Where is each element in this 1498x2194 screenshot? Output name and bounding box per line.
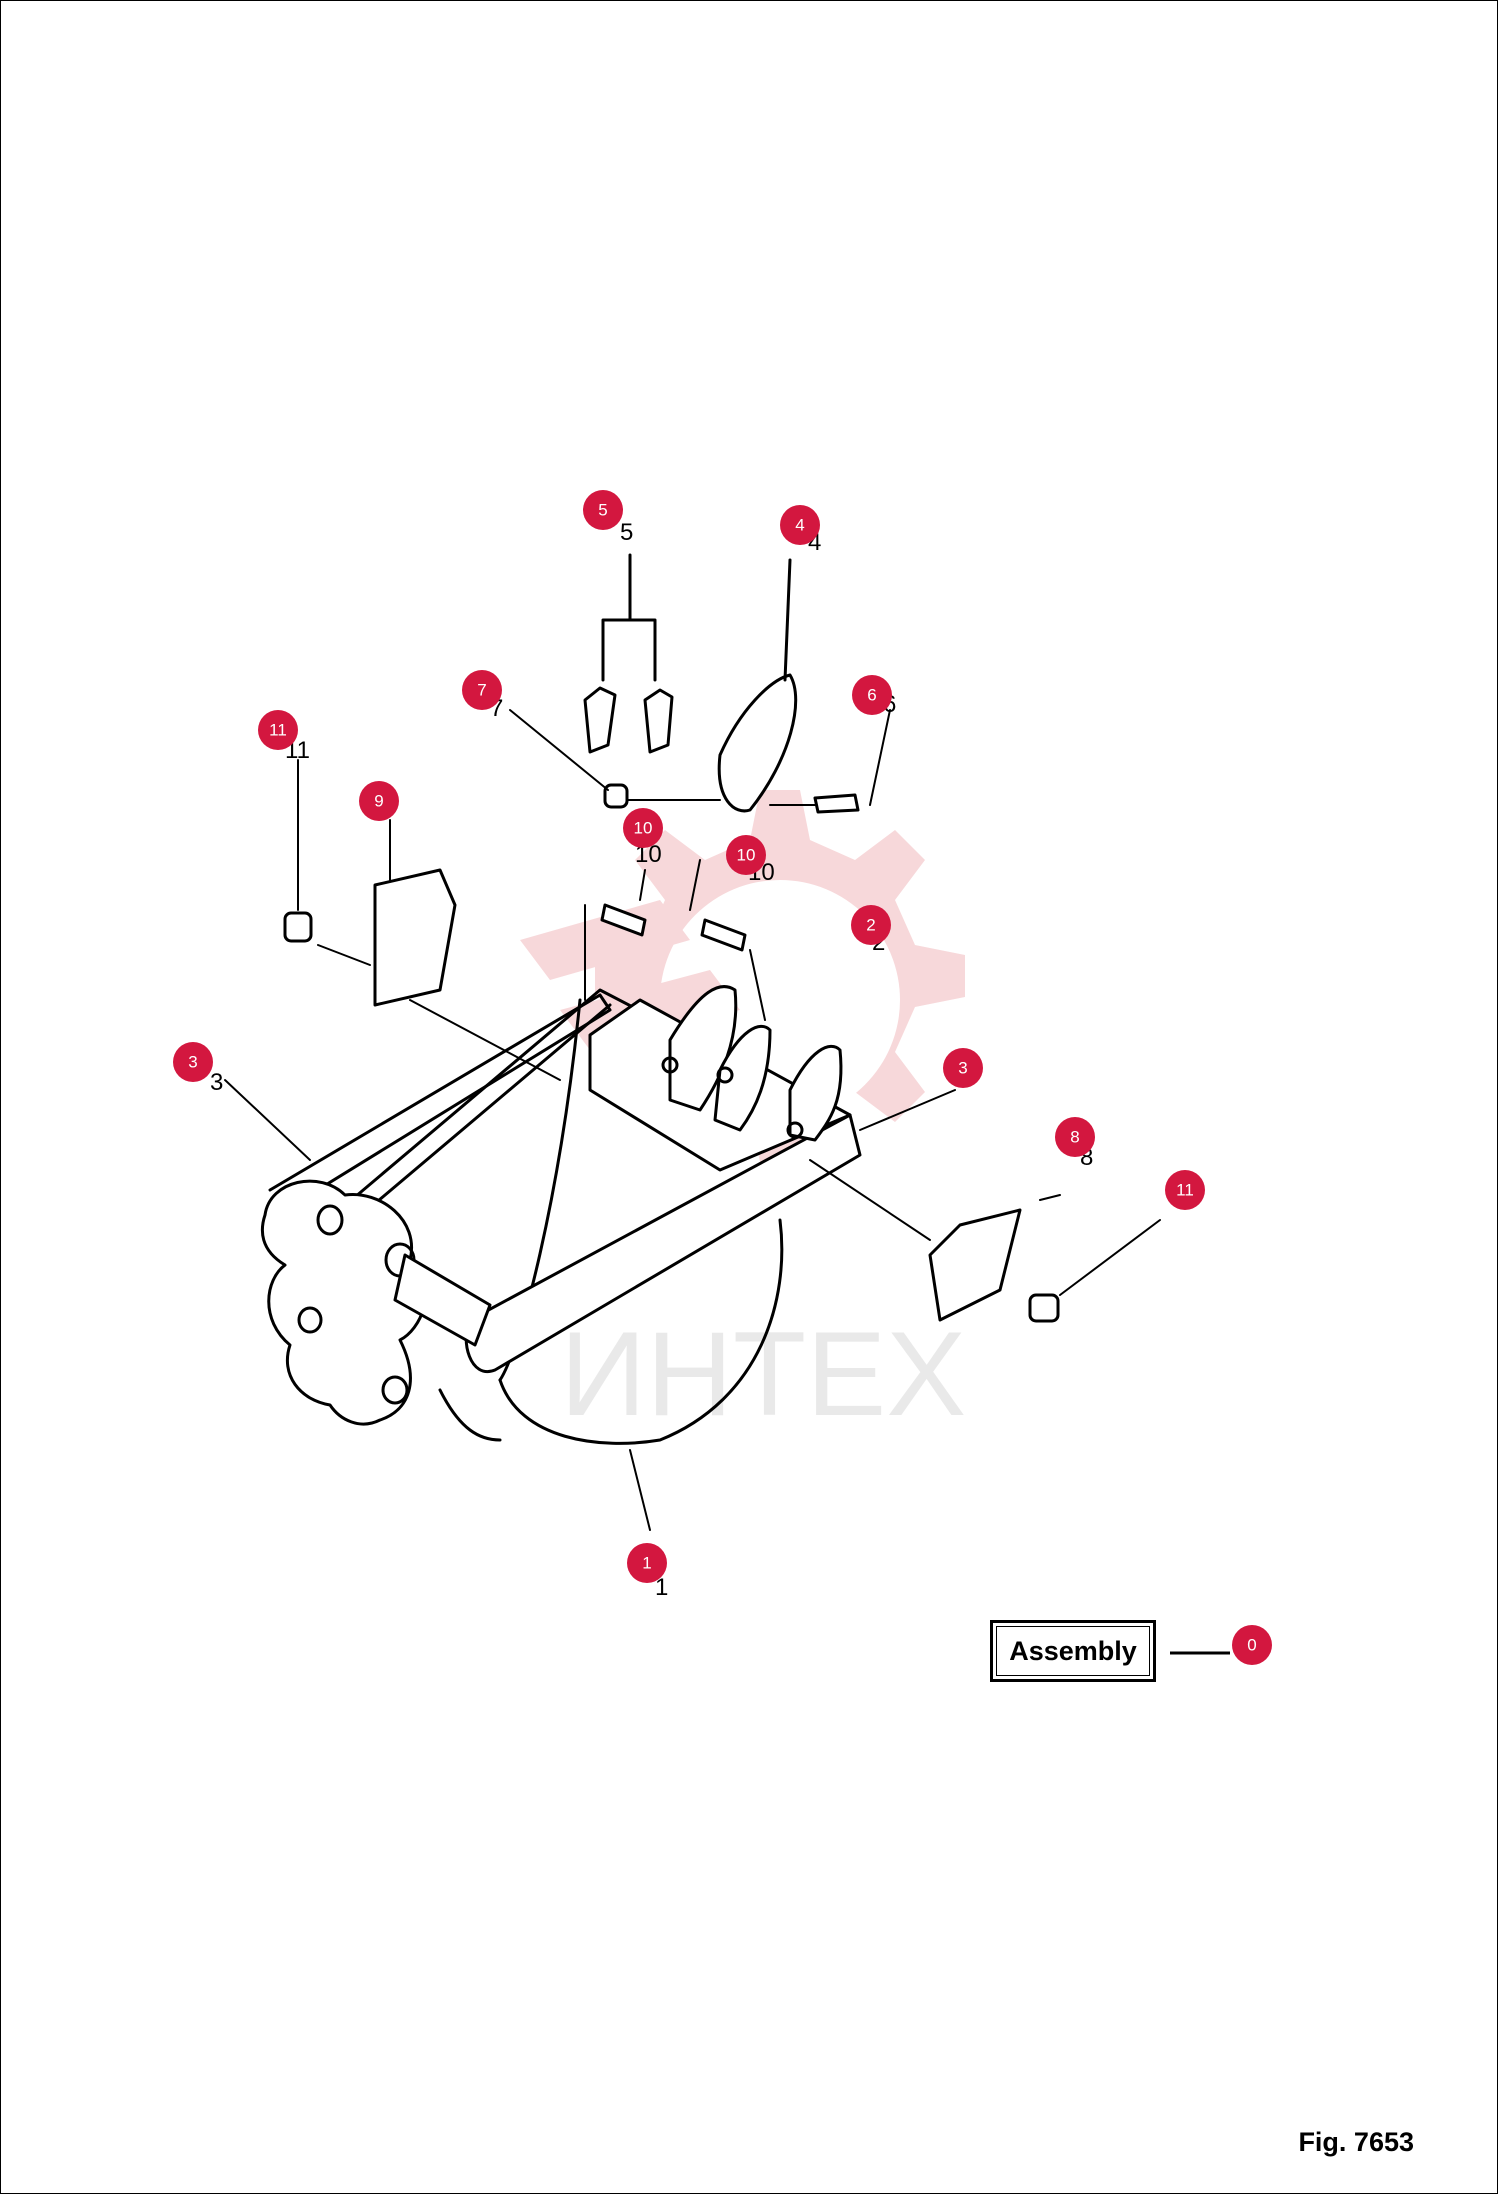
svg-text:10: 10 <box>737 846 756 865</box>
drawing-number: 3 <box>210 1069 223 1096</box>
assembly-button[interactable]: Assembly <box>990 1620 1156 1682</box>
callout-badge[interactable]: 8 <box>1055 1117 1095 1157</box>
assembly-callout-badge[interactable]: 0 <box>1232 1625 1272 1665</box>
svg-text:9: 9 <box>374 792 383 811</box>
callout-badge[interactable]: 1 <box>627 1543 667 1583</box>
callout-badge[interactable]: 11 <box>258 710 298 750</box>
callout-badge[interactable]: 3 <box>943 1048 983 1088</box>
callout-badge[interactable]: 3 <box>173 1042 213 1082</box>
callout-badge[interactable]: 6 <box>852 675 892 715</box>
figure-label: Fig. 7653 <box>1298 2127 1414 2157</box>
callout-badges: 5 4 7 6 11 9 10 10 2 3 3 8 11 1 <box>173 490 1205 1583</box>
drawing-number: 1 <box>655 1574 668 1601</box>
drawing-number: 5 <box>620 519 633 546</box>
bucket-body <box>260 985 862 1445</box>
svg-text:7: 7 <box>477 681 486 700</box>
callout-badge[interactable]: 5 <box>583 490 623 530</box>
svg-text:10: 10 <box>634 819 653 838</box>
svg-text:3: 3 <box>958 1059 967 1078</box>
svg-text:5: 5 <box>598 501 607 520</box>
callout-badge[interactable]: 7 <box>462 670 502 710</box>
callout-badge[interactable]: 4 <box>780 505 820 545</box>
callout-badge[interactable]: 2 <box>851 905 891 945</box>
callout-badge[interactable]: 11 <box>1165 1170 1205 1210</box>
assembly-label: Assembly <box>1009 1635 1137 1666</box>
callout-badge[interactable]: 10 <box>726 835 766 875</box>
svg-text:8: 8 <box>1070 1128 1079 1147</box>
svg-text:2: 2 <box>866 916 875 935</box>
callout-badge[interactable]: 10 <box>623 808 663 848</box>
callout-badge[interactable]: 9 <box>359 781 399 821</box>
svg-text:6: 6 <box>867 686 876 705</box>
svg-text:3: 3 <box>188 1053 197 1072</box>
parts <box>224 553 1161 1531</box>
svg-text:4: 4 <box>795 516 804 535</box>
watermark-text: ИНТЕХ <box>560 1307 966 1441</box>
svg-text:0: 0 <box>1247 1636 1256 1655</box>
svg-text:11: 11 <box>269 721 287 740</box>
svg-text:11: 11 <box>1176 1181 1194 1200</box>
svg-text:1: 1 <box>642 1554 651 1573</box>
